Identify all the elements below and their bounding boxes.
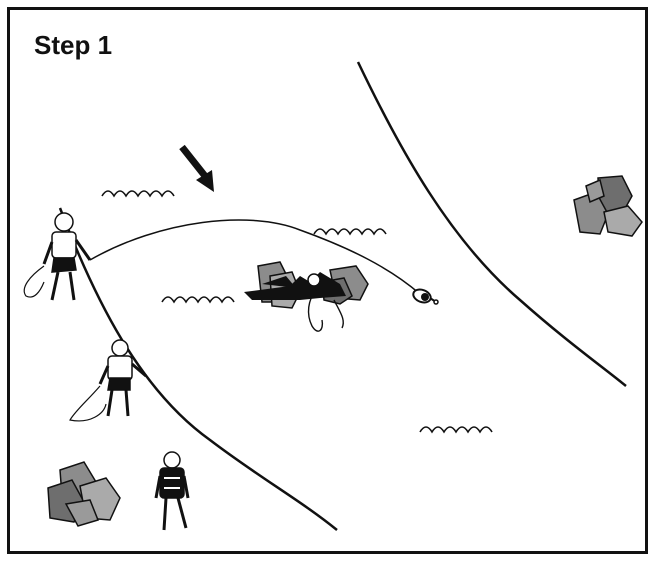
throw-bag-icon — [411, 287, 438, 304]
arrow-down-right-icon — [182, 147, 214, 192]
ripple-icon — [314, 229, 386, 234]
ripple-icon — [420, 427, 492, 432]
ripple-icon — [162, 297, 234, 302]
throw-rope — [90, 220, 420, 294]
rock-cluster-right — [574, 176, 642, 236]
ripple-icon — [102, 191, 174, 196]
rock-cluster-bottom-left — [48, 462, 120, 526]
rescuer-belayer — [70, 340, 146, 421]
rescuer-spotter — [156, 452, 188, 530]
